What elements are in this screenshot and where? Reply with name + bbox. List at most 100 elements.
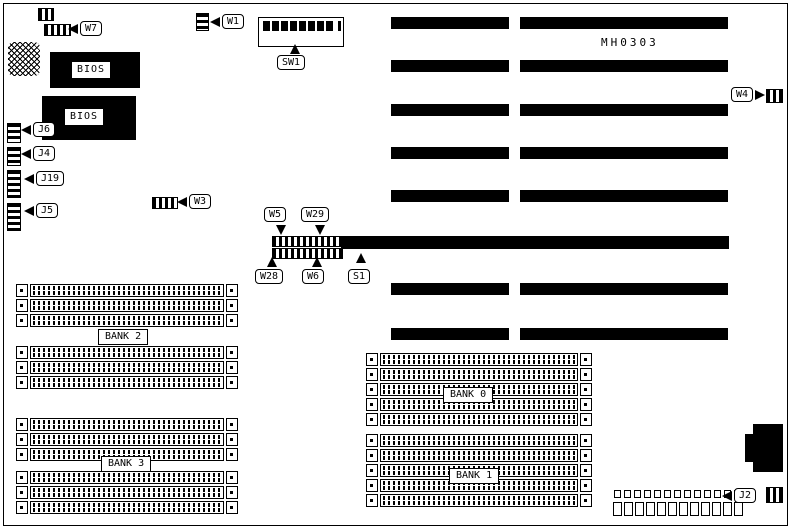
down-arrow-icon bbox=[315, 225, 325, 235]
socket-end-cap bbox=[16, 376, 28, 389]
callout-w5-label: W5 bbox=[264, 207, 287, 222]
callout-j5-label: J5 bbox=[36, 203, 59, 218]
callout-w1-label: W1 bbox=[222, 14, 245, 29]
right-arrow-icon bbox=[755, 89, 766, 100]
expansion-slot bbox=[391, 60, 509, 72]
expansion-slot bbox=[391, 104, 509, 116]
socket-pin-strip bbox=[30, 314, 224, 327]
pin-pad bbox=[674, 490, 681, 498]
socket-end-cap bbox=[580, 383, 592, 396]
socket-end-cap bbox=[16, 418, 28, 431]
bios-chip-top: BIOS bbox=[50, 52, 140, 88]
callout-j4: J4 bbox=[21, 146, 56, 161]
jumper-pin-row bbox=[272, 236, 343, 247]
pin-pad bbox=[723, 502, 732, 516]
socket-pin-strip bbox=[30, 486, 224, 499]
callout-w28-label: W28 bbox=[255, 269, 284, 284]
socket-end-cap bbox=[366, 449, 378, 462]
pin-pad bbox=[654, 490, 661, 498]
expansion-slot bbox=[520, 147, 728, 159]
dip-position bbox=[281, 21, 288, 31]
simm-socket-bank3 bbox=[16, 501, 238, 514]
simm-socket-bank0 bbox=[366, 353, 592, 366]
socket-end-cap bbox=[16, 284, 28, 297]
pin-pad bbox=[679, 502, 688, 516]
pin-pad bbox=[712, 502, 721, 516]
callout-j5: J5 bbox=[24, 203, 59, 218]
callout-w4-label: W4 bbox=[731, 87, 754, 102]
callout-w1: W1 bbox=[210, 14, 245, 29]
left-arrow-icon bbox=[177, 196, 187, 207]
pin-pad bbox=[668, 502, 677, 516]
socket-end-cap bbox=[226, 471, 238, 484]
jumper-w4 bbox=[766, 89, 783, 103]
socket-end-cap bbox=[16, 471, 28, 484]
expansion-slot bbox=[520, 17, 728, 29]
callout-j2-label: J2 bbox=[734, 488, 757, 503]
pin-pad bbox=[714, 490, 721, 498]
simm-socket-bank1 bbox=[366, 494, 592, 507]
socket-end-cap bbox=[16, 486, 28, 499]
simm-socket-bank2 bbox=[16, 376, 238, 389]
pin-pad bbox=[684, 490, 691, 498]
socket-pin-strip bbox=[30, 433, 224, 446]
expansion-slot-s1 bbox=[341, 236, 729, 249]
socket-pin-strip bbox=[30, 299, 224, 312]
simm-socket-bank2 bbox=[16, 314, 238, 327]
pin-pad bbox=[634, 490, 641, 498]
socket-pin-strip bbox=[380, 353, 578, 366]
up-arrow-icon bbox=[290, 44, 300, 54]
socket-pin-strip bbox=[30, 284, 224, 297]
pin-pad bbox=[635, 502, 644, 516]
bios-chip-bottom: BIOS bbox=[42, 96, 136, 140]
callout-j6-label: J6 bbox=[33, 122, 56, 137]
socket-end-cap bbox=[366, 368, 378, 381]
callout-w6-label: W6 bbox=[302, 269, 325, 284]
socket-end-cap bbox=[16, 346, 28, 359]
dip-end-mark bbox=[338, 21, 341, 31]
socket-end-cap bbox=[580, 479, 592, 492]
socket-end-cap bbox=[226, 314, 238, 327]
socket-end-cap bbox=[16, 501, 28, 514]
callout-w3-label: W3 bbox=[189, 194, 212, 209]
jumper-w1 bbox=[196, 13, 209, 31]
socket-end-cap bbox=[226, 448, 238, 461]
socket-end-cap bbox=[16, 314, 28, 327]
socket-end-cap bbox=[16, 361, 28, 374]
socket-pin-strip bbox=[380, 413, 578, 426]
dip-position bbox=[317, 21, 324, 31]
simm-socket-bank2 bbox=[16, 361, 238, 374]
pin-pad bbox=[734, 502, 743, 516]
header-j4 bbox=[7, 147, 21, 166]
bios-chip-bottom-label: BIOS bbox=[65, 109, 104, 125]
socket-end-cap bbox=[366, 479, 378, 492]
power-connector bbox=[753, 424, 783, 472]
socket-end-cap bbox=[580, 368, 592, 381]
socket-end-cap bbox=[226, 346, 238, 359]
up-arrow-icon bbox=[312, 257, 322, 267]
jumper-block-w5-w6-w28-w29 bbox=[272, 236, 343, 259]
pin-pad bbox=[613, 502, 622, 516]
pin-pad bbox=[624, 490, 631, 498]
socket-end-cap bbox=[16, 433, 28, 446]
socket-end-cap bbox=[366, 464, 378, 477]
expansion-slot bbox=[391, 147, 509, 159]
pin-header-j2-bottom-row bbox=[613, 502, 745, 516]
socket-end-cap bbox=[366, 494, 378, 507]
callout-w29-label: W29 bbox=[301, 207, 330, 222]
pin-pad bbox=[694, 490, 701, 498]
simm-socket-bank3 bbox=[16, 486, 238, 499]
socket-end-cap bbox=[16, 448, 28, 461]
callout-j6: J6 bbox=[21, 122, 56, 137]
socket-end-cap bbox=[366, 383, 378, 396]
expansion-slot bbox=[391, 190, 509, 202]
socket-pin-strip bbox=[30, 418, 224, 431]
jumper-w3 bbox=[152, 197, 178, 209]
dip-position bbox=[290, 21, 297, 31]
dip-position bbox=[272, 21, 279, 31]
callout-j19: J19 bbox=[24, 171, 65, 186]
jumper-j2-edge bbox=[766, 487, 783, 503]
left-arrow-icon bbox=[68, 23, 78, 34]
callout-j4-label: J4 bbox=[33, 146, 56, 161]
left-arrow-icon bbox=[24, 205, 34, 216]
